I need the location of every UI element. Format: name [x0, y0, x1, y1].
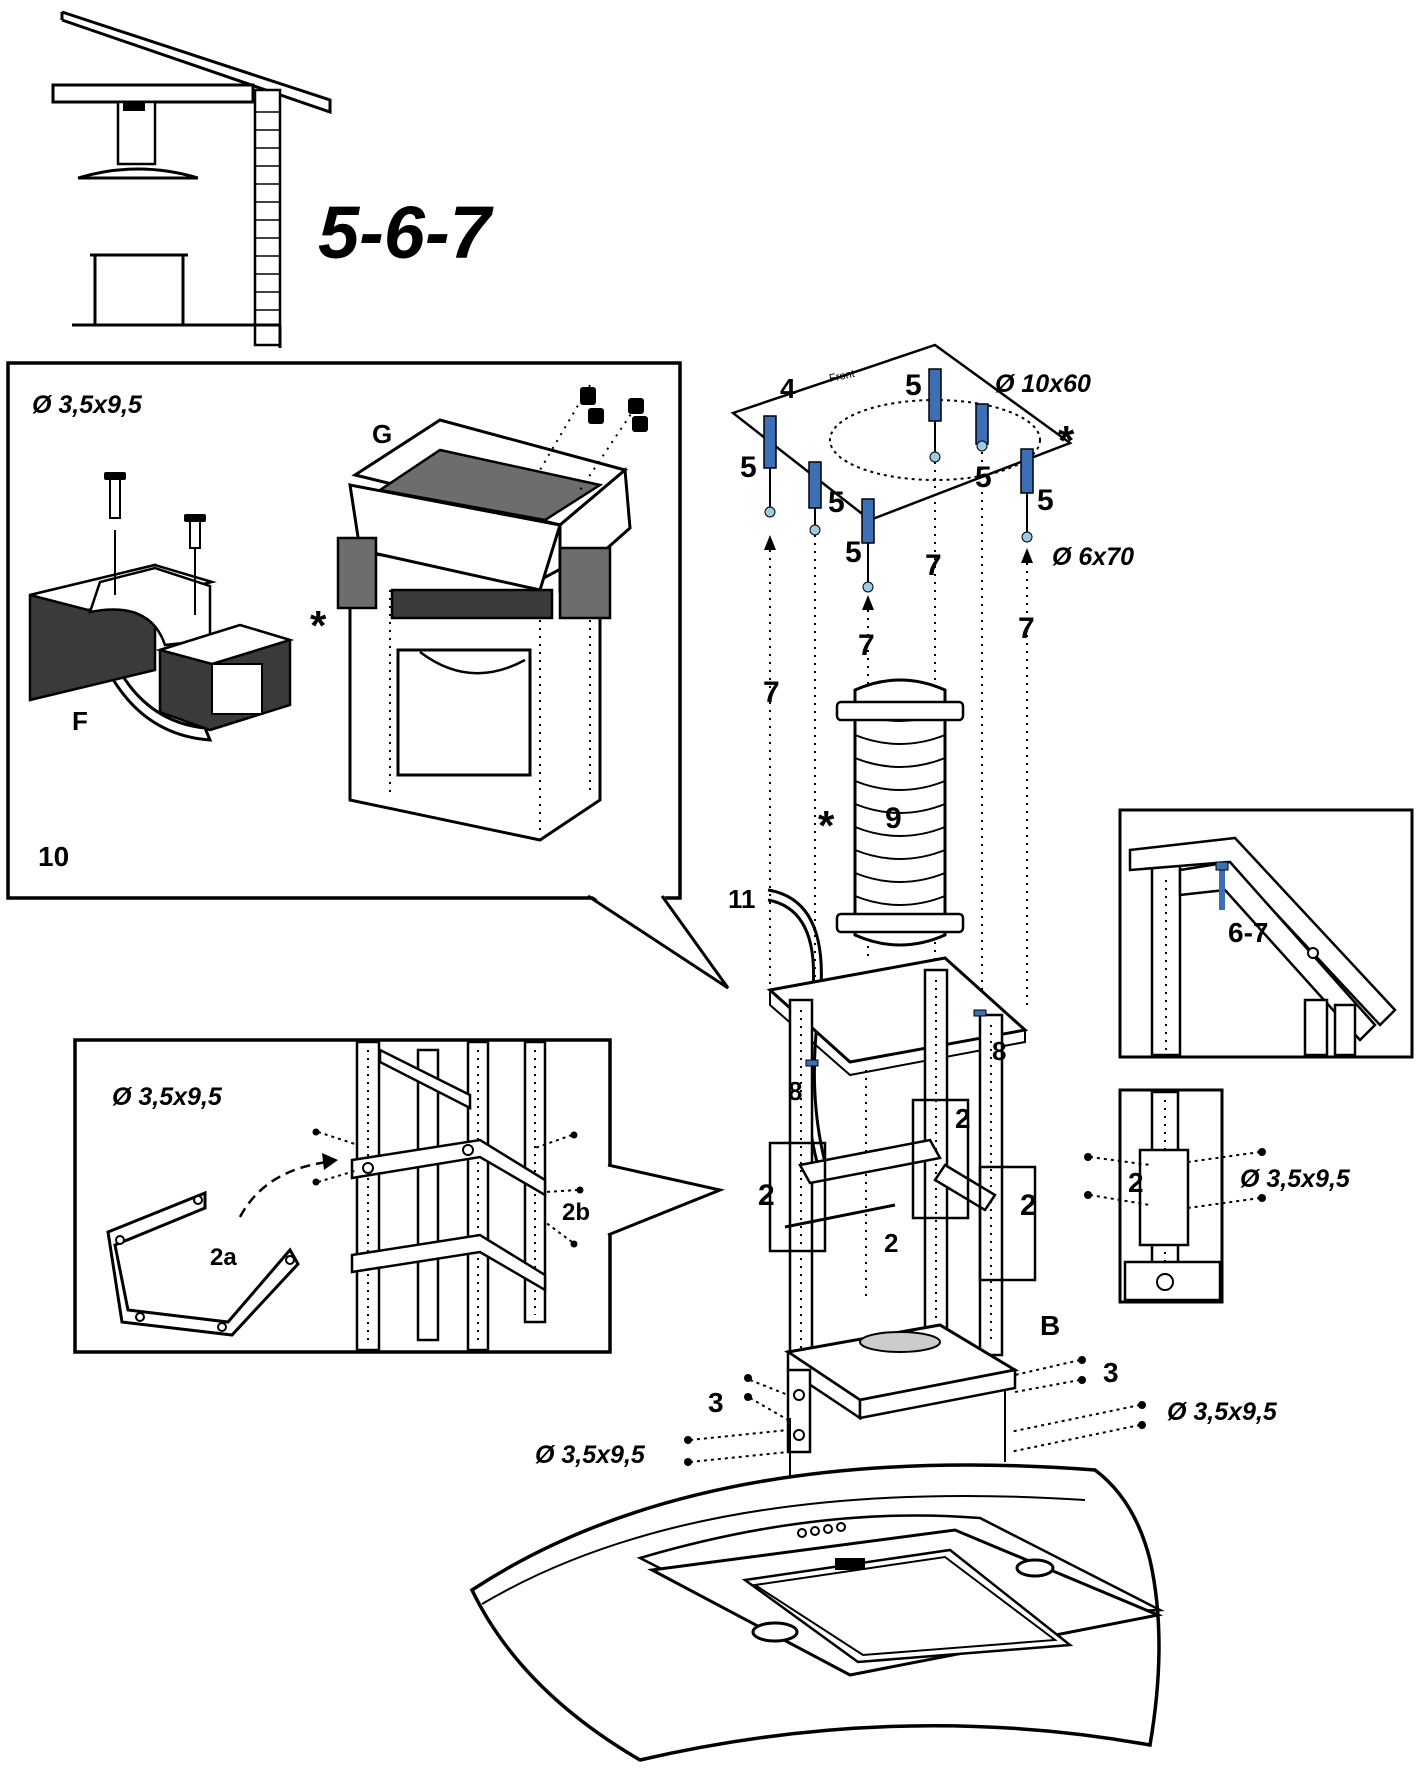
screws-3 [684, 1356, 1146, 1466]
detail-box-2-right [1084, 1088, 1266, 1304]
label-screw-10x60: Ø 10x60 [995, 370, 1091, 398]
label-b: B [1040, 1310, 1060, 1341]
label-5-b: 5 [828, 486, 845, 519]
label-11: 11 [728, 884, 756, 914]
label-8-b: 8 [992, 1036, 1006, 1066]
asterisk-duct: * [818, 802, 835, 849]
label-2-d: 2 [884, 1228, 898, 1258]
asterisk-plate: * [1058, 417, 1075, 464]
house-thumbnail [51, 10, 332, 348]
label-2-b: 2 [955, 1103, 971, 1134]
label-screw-small-base-left: Ø 3,5x9,5 [535, 1441, 646, 1469]
label-2-right-detail: 2 [1128, 1167, 1144, 1198]
label-f: F [72, 706, 88, 736]
label-2b: 2b [562, 1199, 590, 1226]
bracket-boxes-2 [768, 1098, 1037, 1282]
wall-anchors [763, 368, 1034, 593]
label-front: Front [828, 368, 856, 385]
step-title: 5-6-7 [318, 191, 495, 274]
label-3-right: 3 [1103, 1357, 1119, 1388]
label-5-f: 5 [1037, 484, 1054, 517]
label-screw-small-detail-brackets: Ø 3,5x9,5 [112, 1083, 223, 1111]
label-4: 4 [780, 373, 796, 404]
label-2-a: 2 [758, 1179, 775, 1212]
filter-screws [104, 472, 206, 549]
label-7-a: 7 [763, 676, 780, 709]
label-screw-small-base-right: Ø 3,5x9,5 [1167, 1398, 1278, 1426]
label-2a: 2a [210, 1244, 237, 1271]
filter-part-f [28, 530, 295, 742]
chimney-frame [766, 956, 1029, 1480]
label-7-c: 7 [925, 549, 942, 582]
bracket-frame-g [336, 418, 632, 842]
label-5-c: 5 [905, 369, 922, 402]
label-10: 10 [38, 841, 69, 872]
label-7-b: 7 [858, 629, 875, 662]
detail-box-6-7 [1118, 808, 1414, 1059]
hood-canopy [469, 1463, 1165, 1762]
label-3-left: 3 [708, 1387, 724, 1418]
label-7-d: 7 [1018, 612, 1035, 645]
flexible-duct [835, 678, 965, 947]
screws-8 [805, 1009, 987, 1110]
label-8-a: 8 [788, 1076, 802, 1106]
label-screw-small-right-detail: Ø 3,5x9,5 [1240, 1165, 1351, 1193]
label-g: G [372, 419, 392, 449]
asterisk-filter: * [310, 602, 327, 649]
label-5-e: 5 [975, 461, 992, 494]
label-screw-small-detail-filter: Ø 3,5x9,5 [32, 391, 143, 419]
label-2-c: 2 [1020, 1189, 1037, 1222]
detail-box-brackets [73, 1038, 726, 1354]
label-9: 9 [885, 802, 902, 835]
frame-screws [539, 384, 648, 491]
label-5-d: 5 [845, 536, 862, 569]
label-5-a: 5 [740, 451, 757, 484]
label-screw-6x70: Ø 6x70 [1052, 543, 1134, 571]
label-6-7: 6-7 [1228, 917, 1268, 948]
